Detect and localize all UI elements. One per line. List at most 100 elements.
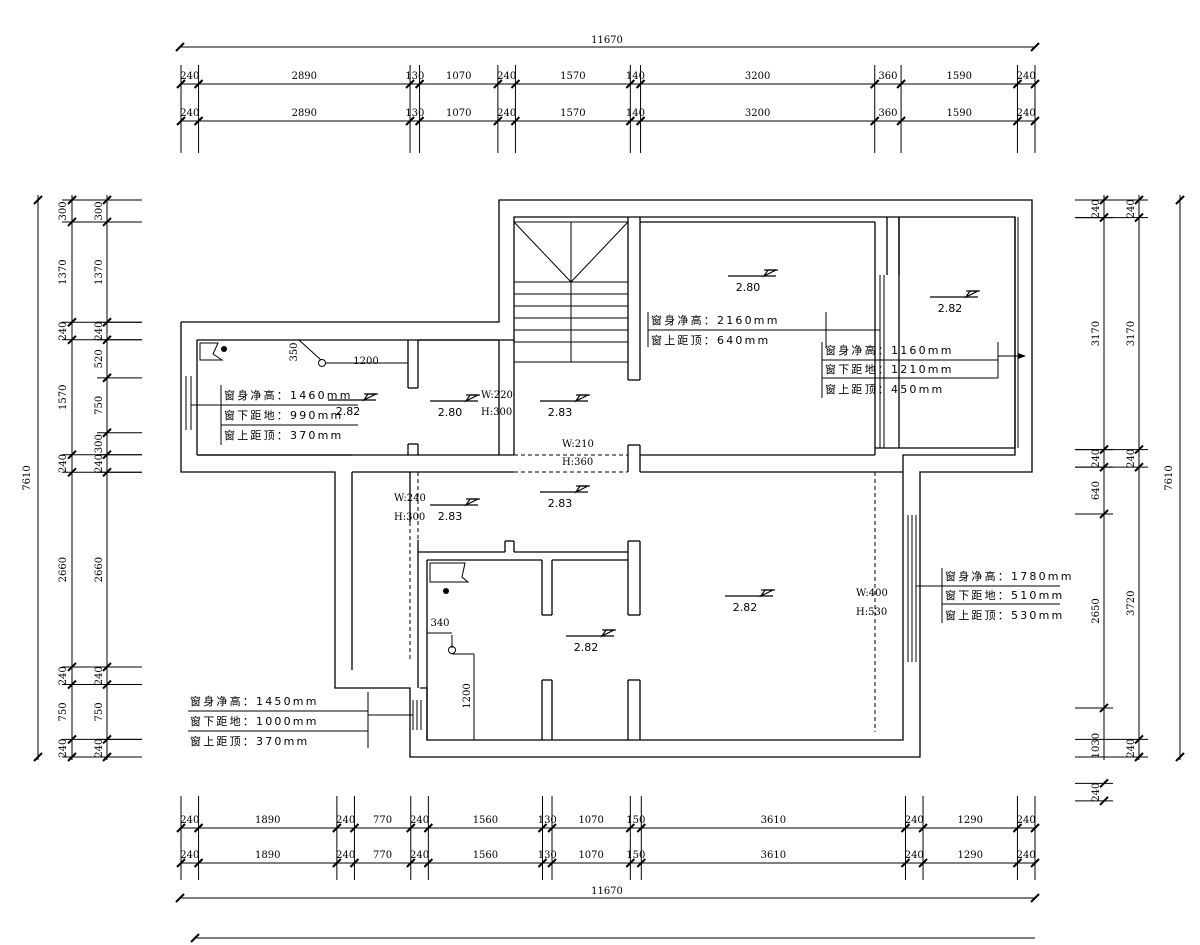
dim-label: 240 bbox=[497, 71, 516, 82]
dim-340: 340 bbox=[430, 618, 449, 629]
dim-label: 130 bbox=[405, 108, 424, 119]
dim-label: 2650 bbox=[1091, 598, 1102, 623]
dim-label: 130 bbox=[538, 850, 557, 861]
opening-labels: W:220 H:300 W:210 H:360 W:240 H:300 W:40… bbox=[394, 390, 888, 618]
opening-3-height: H:300 bbox=[394, 512, 425, 523]
window-note-1: 窗身净高：1460mm 窗下距地：990mm 窗上距顶：370mm bbox=[191, 385, 358, 445]
dim-label: 360 bbox=[878, 71, 897, 82]
bottom-total-dimension: 11670 bbox=[591, 886, 623, 897]
height-marker-bathroom: 2.82 bbox=[566, 629, 616, 654]
dim-label: 240 bbox=[1126, 449, 1137, 468]
window-note-4: 窗身净高：1780mm 窗下距地：510mm 窗上距顶：530mm bbox=[916, 568, 1074, 623]
dim-label: 770 bbox=[373, 815, 392, 826]
dim-label: 240 bbox=[1017, 815, 1036, 826]
fixture-bathroom bbox=[427, 562, 475, 740]
window-symbol-right-bottom bbox=[907, 515, 917, 662]
height-value: 2.82 bbox=[336, 405, 361, 418]
fixture-upper-left bbox=[199, 339, 408, 367]
dim-label: 240 bbox=[94, 454, 105, 473]
height-marker-upper-right-room: 2.80 bbox=[728, 269, 778, 294]
dim-label: 750 bbox=[58, 702, 69, 721]
dim-label: 3610 bbox=[761, 850, 786, 861]
height-value: 2.82 bbox=[938, 302, 963, 315]
height-marker-lower-hall: 2.83 bbox=[540, 485, 590, 510]
dim-label: 3610 bbox=[761, 815, 786, 826]
dim-label: 1570 bbox=[560, 108, 585, 119]
dim-1200-vertical: 1200 bbox=[462, 683, 473, 708]
window-5-line-3: 窗上距顶：370mm bbox=[190, 734, 309, 748]
opening-4-width: W:400 bbox=[856, 588, 888, 599]
dim-label: 240 bbox=[180, 850, 199, 861]
dim-label: 240 bbox=[1091, 449, 1102, 468]
window-1-line-2: 窗下距地：990mm bbox=[224, 408, 343, 422]
opening-4-height: H:530 bbox=[856, 607, 887, 618]
dim-label: 240 bbox=[336, 850, 355, 861]
dim-label: 1890 bbox=[255, 850, 280, 861]
height-value: 2.80 bbox=[438, 406, 463, 419]
dim-label: 520 bbox=[94, 349, 105, 368]
dim-label: 770 bbox=[373, 850, 392, 861]
dim-label: 240 bbox=[94, 321, 105, 340]
dim-label: 2660 bbox=[58, 557, 69, 582]
dim-label: 240 bbox=[94, 666, 105, 685]
window-4-line-2: 窗下距地：510mm bbox=[945, 588, 1064, 602]
window-1-line-1: 窗身净高：1460mm bbox=[224, 388, 353, 402]
opening-1-height: H:300 bbox=[481, 407, 512, 418]
dim-350: 350 bbox=[289, 342, 300, 361]
dim-label: 240 bbox=[180, 815, 199, 826]
window-1-line-3: 窗上距顶：370mm bbox=[224, 428, 343, 442]
window-3-line-3: 窗上距顶：450mm bbox=[825, 382, 944, 396]
dim-label: 1570 bbox=[58, 385, 69, 410]
top-total-dimension: 11670 bbox=[591, 35, 623, 46]
dim-label: 240 bbox=[58, 454, 69, 473]
dim-label: 1070 bbox=[446, 71, 471, 82]
window-2-line-2: 窗上距顶：640mm bbox=[651, 333, 770, 347]
dim-label: 300 bbox=[94, 201, 105, 220]
dim-label: 1290 bbox=[958, 815, 983, 826]
dim-label: 240 bbox=[410, 815, 429, 826]
height-value: 2.83 bbox=[548, 406, 573, 419]
opening-1-width: W:220 bbox=[481, 390, 513, 401]
dim-label: 130 bbox=[405, 71, 424, 82]
opening-2-width: W:210 bbox=[562, 439, 594, 450]
dim-label: 3170 bbox=[1126, 321, 1137, 346]
dim-label: 750 bbox=[94, 702, 105, 721]
dim-label: 3720 bbox=[1126, 591, 1137, 616]
dim-label: 240 bbox=[497, 108, 516, 119]
dim-label: 300 bbox=[58, 201, 69, 220]
dim-label: 2890 bbox=[292, 71, 317, 82]
dim-label: 1370 bbox=[94, 259, 105, 284]
dim-label: 3170 bbox=[1091, 321, 1102, 346]
dim-label: 240 bbox=[1091, 199, 1102, 218]
dim-label: 240 bbox=[336, 815, 355, 826]
dim-label: 1070 bbox=[446, 108, 471, 119]
dim-label: 1570 bbox=[560, 71, 585, 82]
window-4-line-1: 窗身净高：1780mm bbox=[945, 569, 1074, 583]
window-note-3: 窗身净高：1160mm 窗下距地：1210mm 窗上距顶：450mm bbox=[821, 342, 1026, 398]
height-value: 2.82 bbox=[574, 641, 599, 654]
dim-label: 640 bbox=[1091, 481, 1102, 500]
height-marker-corridor: 2.80 bbox=[430, 394, 480, 419]
dim-label: 240 bbox=[1017, 71, 1036, 82]
height-marker-stair-landing: 2.83 bbox=[540, 394, 590, 419]
dim-label: 240 bbox=[1126, 739, 1137, 758]
dim-label: 240 bbox=[1017, 108, 1036, 119]
dim-label: 1030 bbox=[1091, 733, 1102, 758]
dim-label: 240 bbox=[58, 321, 69, 340]
dim-label: 1290 bbox=[958, 850, 983, 861]
dim-label: 240 bbox=[905, 815, 924, 826]
dim-label: 1590 bbox=[947, 108, 972, 119]
staircase bbox=[513, 221, 629, 363]
window-note-2: 窗身净高：2160mm 窗上距顶：640mm bbox=[647, 312, 880, 348]
dim-label: 1590 bbox=[947, 71, 972, 82]
window-3-line-2: 窗下距地：1210mm bbox=[825, 362, 954, 376]
left-total-dimension: 7610 bbox=[22, 465, 33, 490]
opening-2-height: H:360 bbox=[562, 457, 593, 468]
dim-label: 240 bbox=[1126, 199, 1137, 218]
dim-label: 1070 bbox=[578, 850, 603, 861]
